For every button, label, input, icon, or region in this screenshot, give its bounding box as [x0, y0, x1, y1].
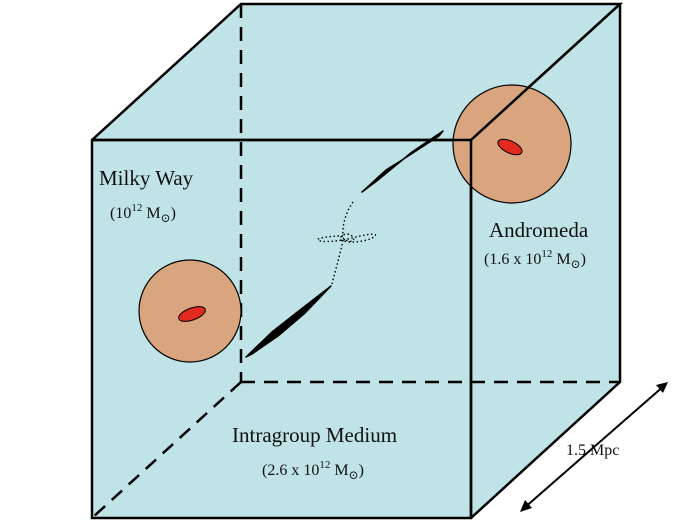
intragroup-medium-label: Intragroup Medium	[232, 423, 397, 447]
andromeda-disk	[497, 138, 523, 156]
andromeda-galaxy	[452, 84, 572, 204]
merger-trajectory	[317, 201, 377, 285]
milky-way-label: Milky Way	[99, 166, 194, 190]
cube-bottom-face	[92, 382, 620, 518]
cube-left-face	[92, 4, 241, 518]
andromeda-approach-arrow	[361, 130, 444, 193]
intragroup-medium-mass: (2.6 x 1012 M⊙)	[262, 459, 364, 482]
milky-way-galaxy	[138, 259, 242, 363]
milky-way-approach-arrow	[245, 285, 332, 358]
andromeda-mass: (1.6 x 1012 M⊙)	[484, 248, 586, 271]
scale-arrow-line	[522, 384, 666, 510]
milky-way-mass: (1012 M⊙)	[110, 202, 176, 225]
trajectory-loop	[317, 233, 377, 243]
trajectory-from-milky-way	[331, 239, 344, 285]
solar-symbol: ⊙	[161, 211, 171, 225]
trajectory-from-andromeda	[342, 201, 354, 237]
cube-top-right-edge	[470, 3, 621, 141]
scale-arrowhead-bottom	[520, 500, 532, 512]
andromeda-label: Andromeda	[489, 218, 589, 242]
solar-symbol: ⊙	[571, 257, 581, 271]
cube-hidden-edge-diagonal	[91, 381, 242, 519]
scale-arrowhead-top	[656, 382, 668, 393]
scale-bar	[520, 382, 668, 512]
cube-right-edges	[470, 4, 622, 519]
scale-label: 1.5 Mpc	[566, 442, 619, 459]
solar-symbol: ⊙	[349, 468, 359, 482]
milky-way-disk	[178, 306, 206, 322]
